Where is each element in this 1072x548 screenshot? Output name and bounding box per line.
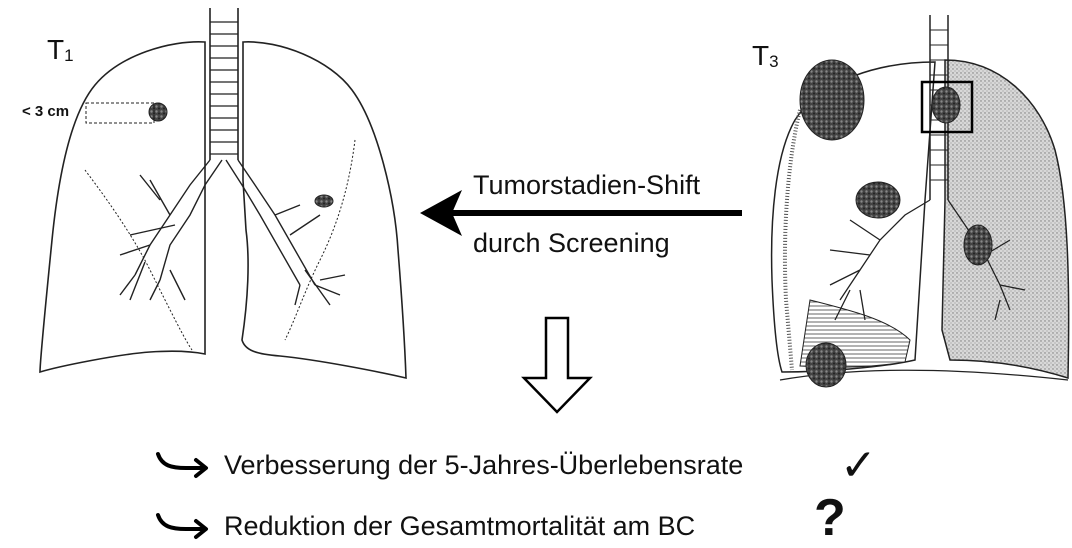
question-icon: ? [814,488,846,548]
right-lung-illustration [772,15,1069,387]
hook-arrow-icon [158,515,206,537]
result-item: Verbesserung der 5-Jahres-Überlebensrate [224,450,743,481]
tumor-size-label: < 3 cm [22,103,69,120]
check-icon: ✓ [840,440,877,491]
left-stage-letter: T [47,34,64,65]
left-stage-number: 1 [64,46,73,65]
left-stage-label: T1 [47,34,74,66]
left-lung-illustration [40,8,406,378]
right-stage-letter: T [752,40,769,71]
result-text: Verbesserung der 5-Jahres-Überlebensrate [224,450,743,480]
left-bronchial-tree [120,160,345,305]
hook-arrow-icon [158,454,206,476]
shift-label-line2: durch Screening [473,228,670,259]
left-trachea [210,8,238,160]
right-stage-number: 3 [769,52,778,71]
right-stage-label: T3 [752,40,779,72]
shift-label-line1: Tumorstadien-Shift [473,170,700,201]
left-lung-right-lobe [40,42,205,372]
down-outline-arrow [524,318,590,412]
left-lung-left-lobe [242,42,406,378]
result-item: Reduktion der Gesamtmortalität am BC [224,511,695,542]
result-text: Reduktion der Gesamtmortalität am BC [224,511,695,541]
